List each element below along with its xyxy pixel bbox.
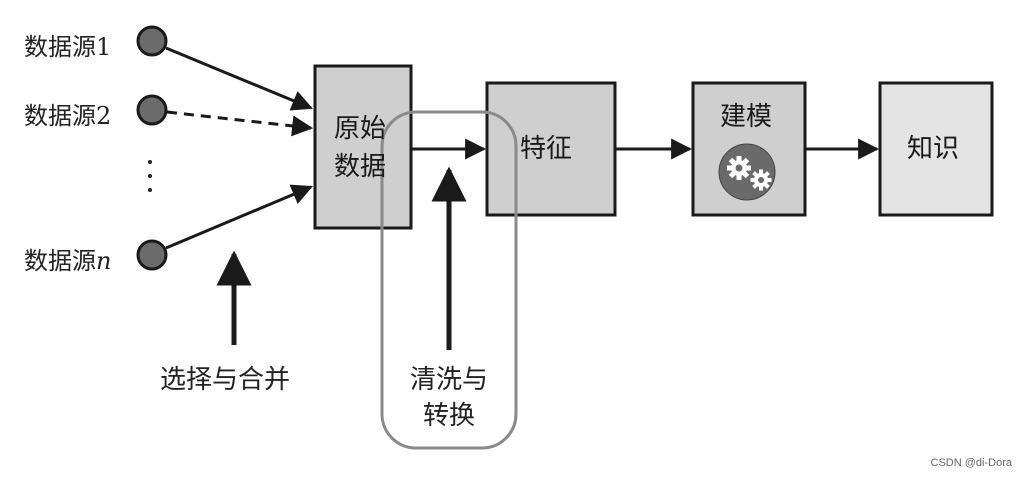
- model-label: 建模: [720, 102, 773, 132]
- caption-clean-line1: 清洗与: [409, 365, 488, 395]
- raw-data-label-line1: 原始: [334, 114, 387, 144]
- caption-clean-line2: 转换: [422, 401, 475, 431]
- caption-select-merge: 选择与合并: [160, 365, 291, 395]
- arrow-source-n: [165, 184, 313, 250]
- source-node-1: [136, 25, 168, 57]
- source-label-2: 数据源2: [24, 102, 112, 130]
- knowledge-label: 知识: [907, 134, 960, 164]
- source-label-n-suffix: n: [96, 247, 112, 275]
- cleaning-highlight: [380, 110, 518, 450]
- feature-label: 特征: [520, 134, 573, 164]
- watermark: CSDN @di-Dora: [930, 457, 1012, 469]
- ellipsis-dots: [148, 160, 154, 202]
- box-feature: [485, 81, 617, 217]
- raw-data-label-line2: 数据: [334, 152, 387, 182]
- gears-icon: [718, 143, 776, 201]
- box-knowledge: [878, 81, 994, 217]
- box-raw-data: [313, 64, 413, 230]
- source-node-2: [136, 94, 168, 126]
- arrow-source-2: [166, 110, 314, 137]
- source-label-n-text: 数据源: [24, 247, 96, 275]
- source-label-n: 数据源n: [24, 241, 111, 276]
- source-node-n: [136, 239, 168, 271]
- source-label-1: 数据源1: [24, 33, 112, 61]
- arrow-source-1: [165, 46, 313, 111]
